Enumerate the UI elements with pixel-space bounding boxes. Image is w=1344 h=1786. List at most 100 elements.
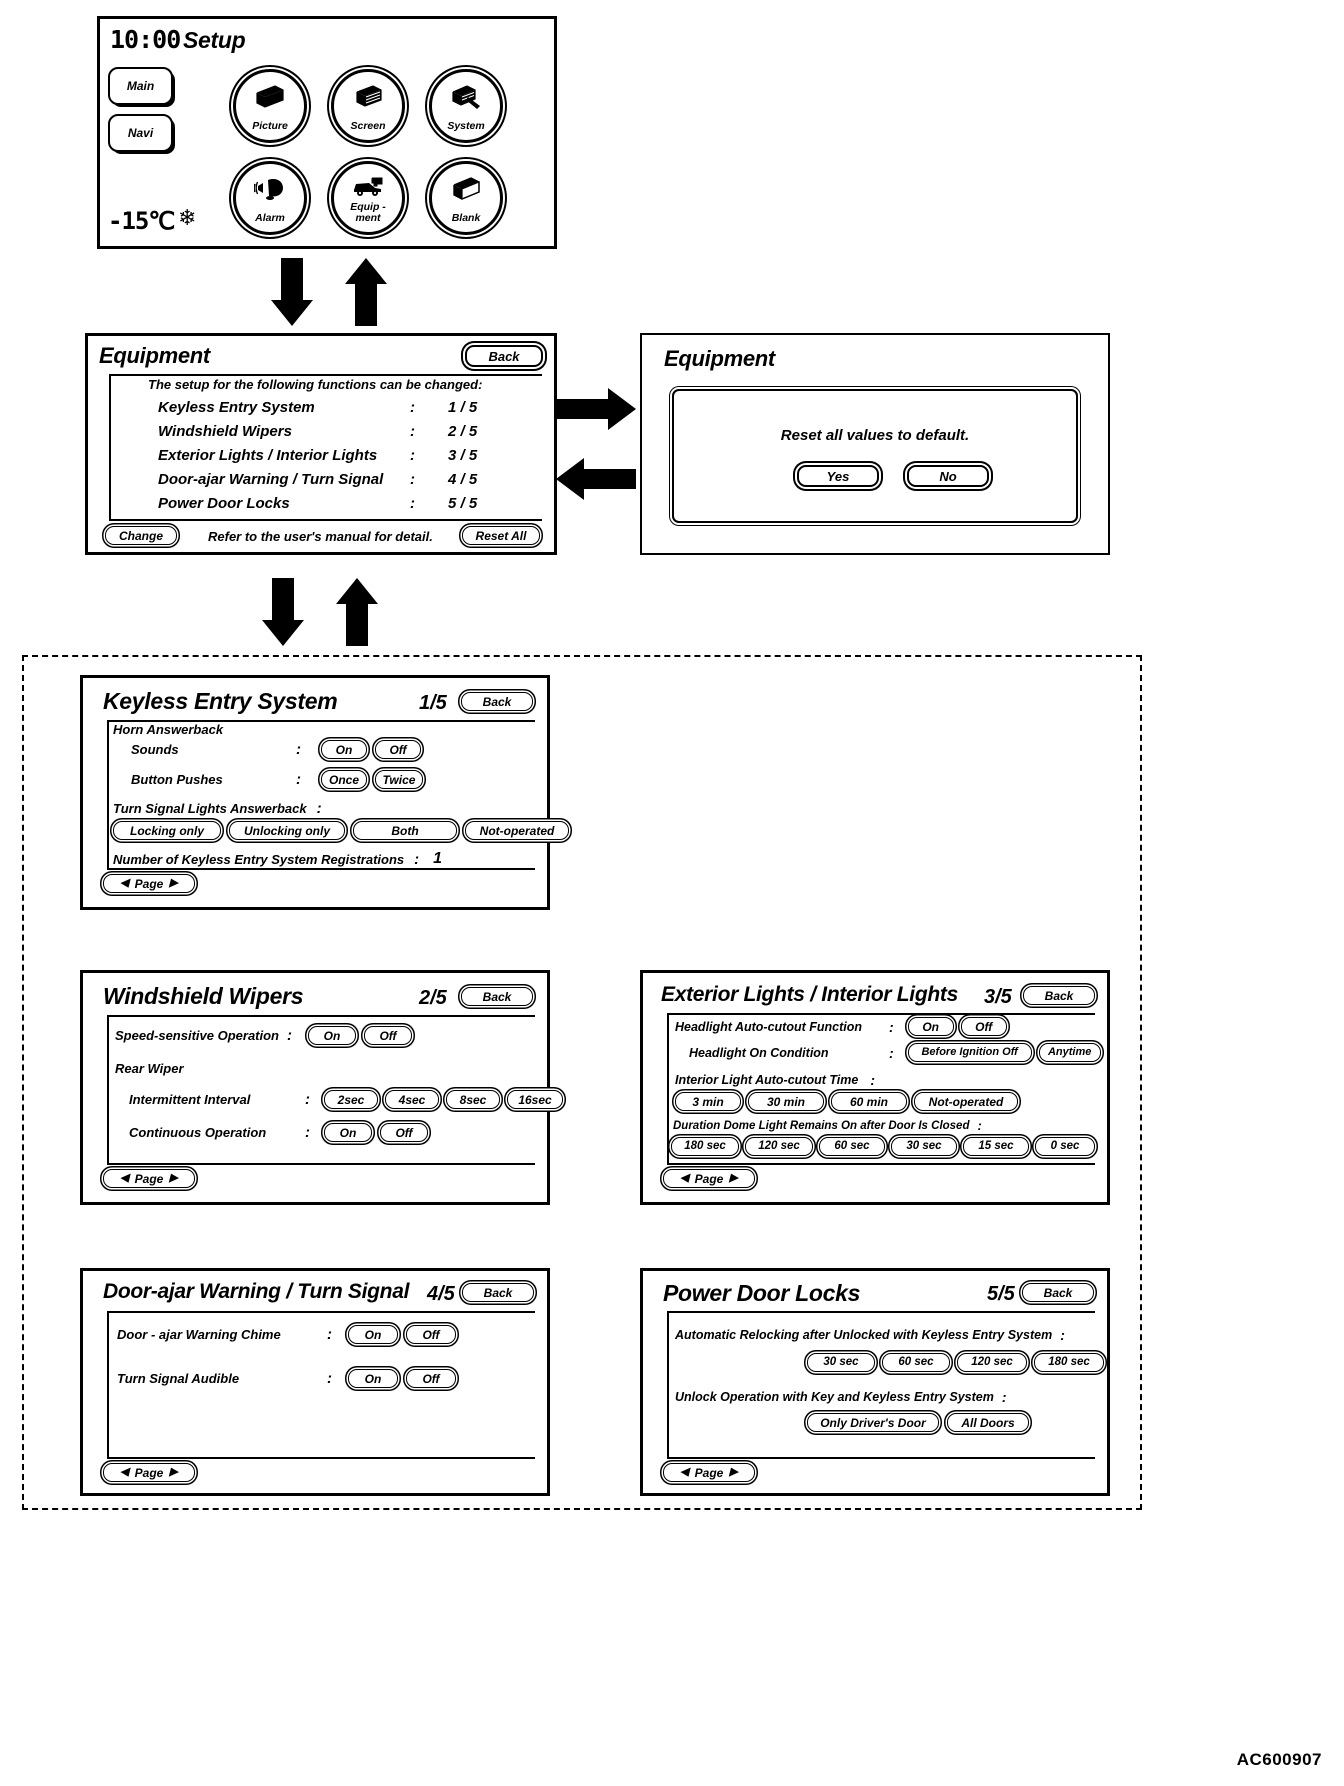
back-button-keyless[interactable]: Back: [461, 692, 533, 711]
menu-item-equipment[interactable]: Equip -ment: [331, 161, 405, 235]
equipment-footer-note: Refer to the user's manual for detail.: [208, 529, 433, 544]
doorajar-chime-colon: :: [327, 1326, 332, 1343]
locks-relock-60sec-label: 60 sec: [898, 1355, 934, 1368]
equipment-list-item-4[interactable]: Door-ajar Warning / Turn Signal : 4 / 5: [158, 471, 548, 488]
keyless-sounds-on-button[interactable]: On: [321, 740, 367, 759]
page-prev-icon[interactable]: ◀: [680, 1466, 689, 1478]
interior-30min-label: 30 min: [766, 1094, 805, 1109]
page-prev-icon[interactable]: ◀: [120, 877, 129, 889]
page-prev-icon[interactable]: ◀: [120, 1466, 129, 1478]
doorajar-turn-off-button[interactable]: Off: [406, 1369, 456, 1388]
page-prev-icon[interactable]: ◀: [120, 1172, 129, 1184]
dome-15sec-label: 15 sec: [978, 1139, 1014, 1152]
dome-180sec-button[interactable]: 180 sec: [671, 1137, 739, 1156]
menu-item-screen[interactable]: Screen: [331, 69, 405, 143]
turn-signal-locking-only-button[interactable]: Locking only: [113, 821, 221, 840]
wipers-interval-4sec-button[interactable]: 4sec: [385, 1090, 439, 1109]
back-button-locks[interactable]: Back: [1022, 1283, 1094, 1302]
locks-all-doors-button[interactable]: All Doors: [947, 1413, 1029, 1432]
interior-30min-button[interactable]: 30 min: [748, 1092, 824, 1111]
wipers-interval-8sec-button[interactable]: 8sec: [446, 1090, 500, 1109]
rear-wiper-group-label: Rear Wiper: [115, 1061, 184, 1076]
keyless-once-button[interactable]: Once: [321, 770, 367, 789]
lights-autocutout-off-button[interactable]: Off: [960, 1017, 1007, 1036]
page-button-locks[interactable]: ◀ Page ▶: [663, 1463, 755, 1482]
back-button-equipment[interactable]: Back: [465, 345, 543, 367]
lights-autocutout-colon: :: [889, 1018, 894, 1035]
page-next-icon[interactable]: ▶: [169, 1172, 178, 1184]
dome-15sec-button[interactable]: 15 sec: [963, 1137, 1029, 1156]
page-next-icon[interactable]: ▶: [169, 877, 178, 889]
page-next-icon[interactable]: ▶: [729, 1466, 738, 1478]
turn-signal-not-operated-button[interactable]: Not-operated: [465, 821, 569, 840]
locks-relock-30sec-button[interactable]: 30 sec: [807, 1353, 875, 1372]
dome-120sec-button[interactable]: 120 sec: [745, 1137, 813, 1156]
equipment-list-item-1[interactable]: Keyless Entry System : 1 / 5: [158, 399, 548, 416]
doorajar-chime-off-button[interactable]: Off: [406, 1325, 456, 1344]
yes-button[interactable]: Yes: [797, 465, 879, 487]
locks-only-drivers-door-button[interactable]: Only Driver's Door: [807, 1413, 939, 1432]
back-button-wipers[interactable]: Back: [461, 987, 533, 1006]
sidebar-item-navi[interactable]: Navi: [108, 114, 173, 152]
equipment-list-item-3[interactable]: Exterior Lights / Interior Lights : 3 / …: [158, 447, 548, 464]
turn-signal-unlocking-only-button[interactable]: Unlocking only: [229, 821, 345, 840]
lights-before-ignition-off-button[interactable]: Before Ignition Off: [907, 1043, 1032, 1062]
interior-3min-button[interactable]: 3 min: [675, 1092, 741, 1111]
interior-not-operated-button[interactable]: Not-operated: [914, 1092, 1018, 1111]
wipers-interval-16sec-button[interactable]: 16sec: [507, 1090, 563, 1109]
dome-30sec-button[interactable]: 30 sec: [891, 1137, 957, 1156]
no-button[interactable]: No: [907, 465, 989, 487]
doorajar-turn-on-button[interactable]: On: [348, 1369, 398, 1388]
locks-relock-colon: :: [1060, 1327, 1065, 1343]
equipment-list-item-5[interactable]: Power Door Locks : 5 / 5: [158, 495, 548, 512]
panel-wipers-body: [107, 1015, 535, 1163]
setup-screen: 10:00 Setup Main Navi -15℃ ❄ Picture: [97, 16, 557, 249]
panel-locks-divider: [667, 1457, 1095, 1459]
dome-60sec-button[interactable]: 60 sec: [819, 1137, 885, 1156]
doorajar-chime-on-button[interactable]: On: [348, 1325, 398, 1344]
page-button-keyless[interactable]: ◀ Page ▶: [103, 874, 195, 893]
wipers-speed-off-button[interactable]: Off: [364, 1026, 412, 1045]
doorajar-chime-off-label: Off: [422, 1327, 440, 1342]
back-button-lights[interactable]: Back: [1023, 986, 1095, 1005]
interior-60min-button[interactable]: 60 min: [831, 1092, 907, 1111]
yes-button-label: Yes: [826, 468, 850, 484]
wipers-continuous-on-button[interactable]: On: [324, 1123, 372, 1142]
panel-lights-page-indicator: 3/5: [984, 986, 1012, 1008]
page-next-icon[interactable]: ▶: [169, 1466, 178, 1478]
page-prev-icon[interactable]: ◀: [680, 1172, 689, 1184]
page-button-wipers[interactable]: ◀ Page ▶: [103, 1169, 195, 1188]
lights-anytime-button[interactable]: Anytime: [1038, 1043, 1101, 1062]
wipers-speed-sensitive-colon: :: [287, 1027, 292, 1044]
keyless-twice-button[interactable]: Twice: [375, 770, 423, 789]
menu-item-system[interactable]: System: [429, 69, 503, 143]
reset-all-button[interactable]: Reset All: [462, 526, 540, 545]
reset-dialog-title: Equipment: [664, 346, 775, 371]
page-next-icon[interactable]: ▶: [729, 1172, 738, 1184]
locks-all-doors-label: All Doors: [961, 1415, 1015, 1430]
back-button-doorajar[interactable]: Back: [462, 1283, 534, 1302]
reset-dialog-message: Reset all values to default.: [780, 427, 970, 444]
menu-item-picture[interactable]: Picture: [233, 69, 307, 143]
car-key-icon: [351, 176, 385, 203]
lights-autocutout-on-button[interactable]: On: [907, 1017, 954, 1036]
locks-relock-60sec-button[interactable]: 60 sec: [882, 1353, 950, 1372]
wipers-continuous-off-button[interactable]: Off: [380, 1123, 428, 1142]
wipers-interval-2sec-button[interactable]: 2sec: [324, 1090, 378, 1109]
sidebar-item-main[interactable]: Main: [108, 67, 173, 105]
change-button[interactable]: Change: [105, 526, 177, 545]
menu-item-blank[interactable]: Blank: [429, 161, 503, 235]
page-button-lights[interactable]: ◀ Page ▶: [663, 1169, 755, 1188]
page-button-doorajar[interactable]: ◀ Page ▶: [103, 1463, 195, 1482]
panel-door-ajar-warning: Door-ajar Warning / Turn Signal 4/5 Back…: [80, 1268, 550, 1496]
equipment-list-item-2[interactable]: Windshield Wipers : 2 / 5: [158, 423, 548, 440]
turn-signal-both-button[interactable]: Both: [353, 821, 457, 840]
keyless-sounds-off-button[interactable]: Off: [375, 740, 421, 759]
equipment-title: Equipment: [99, 343, 210, 368]
dome-0sec-button[interactable]: 0 sec: [1035, 1137, 1095, 1156]
locks-relock-120sec-button[interactable]: 120 sec: [957, 1353, 1027, 1372]
wipers-speed-on-button[interactable]: On: [308, 1026, 356, 1045]
locks-relock-180sec-button[interactable]: 180 sec: [1034, 1353, 1104, 1372]
menu-item-alarm[interactable]: Alarm: [233, 161, 307, 235]
setup-title: Setup: [183, 27, 246, 53]
